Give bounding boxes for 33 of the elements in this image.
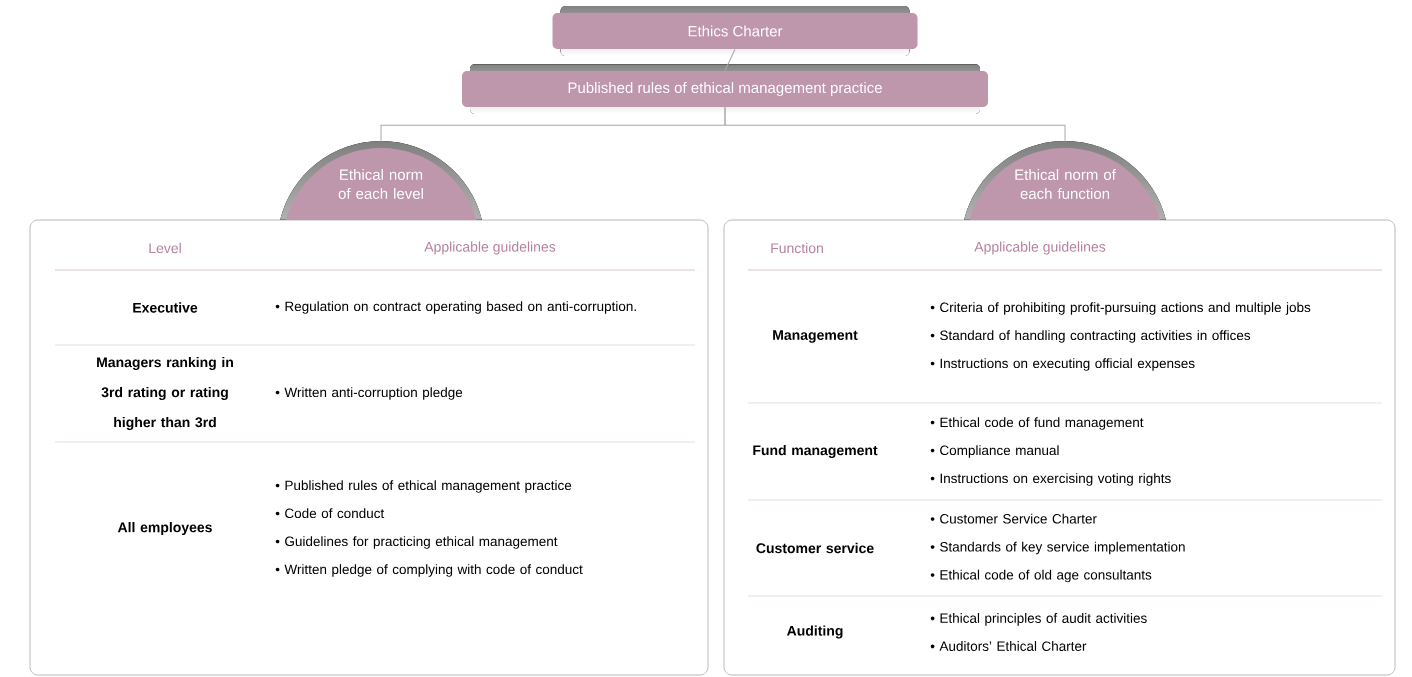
bullet-item: • Guidelines for practicing ethical management	[275, 536, 558, 549]
bullet-item: • Criteria of prohibiting profit-pursuing actions and multiple jobs	[930, 302, 1311, 315]
bullet-item: • Customer Service Charter	[930, 513, 1097, 524]
bullet-item: • Ethical code of old age consultants	[930, 569, 1152, 583]
column-header: Function	[771, 242, 823, 254]
connector-line	[724, 48, 736, 72]
row-label: All employees	[117, 522, 212, 536]
bullet-item: • Code of conduct	[275, 508, 385, 519]
bullet-item: • Compliance manual	[930, 445, 1059, 458]
semicircle-tab: Ethical norm of each function	[961, 141, 1169, 220]
bullet-item: • Standards of key service implementation	[930, 541, 1185, 555]
bullet-item: • Ethical principles of audit activities	[930, 613, 1147, 626]
column-header: Applicable guidelines	[424, 241, 556, 255]
row-label: Management	[773, 330, 858, 343]
title-bar: Published rules of ethical management practice	[462, 64, 988, 114]
bullet-item: • Published rules of ethical management practice	[275, 480, 572, 493]
row-label: Fund management	[753, 444, 878, 459]
row-label: Managers ranking in 3rd rating or rating higher than 3rd	[97, 356, 233, 431]
bullet-item: • Standard of handling contracting activities in offices	[930, 330, 1251, 343]
bullet-item: • Written pledge of complying with code of conduct	[275, 564, 583, 577]
bullet-item: • Auditors’ Ethical Charter	[930, 641, 1087, 651]
bullet-item: • Ethical code of fund management	[930, 417, 1144, 430]
bullet-item: • Written anti-corruption pledge	[275, 387, 463, 400]
row-label: Auditing	[787, 625, 843, 639]
bullet-item: • Regulation on contract operating based on anti-corruption.	[275, 301, 636, 314]
title-bar: Ethics Charter	[552, 6, 918, 56]
column-header: Applicable guidelines	[974, 241, 1106, 255]
column-header: Level	[149, 242, 181, 254]
semicircle-tab: Ethical norm of each level	[277, 141, 485, 220]
connector-line	[724, 106, 1066, 142]
row-label: Executive	[133, 302, 198, 313]
row-label: Customer service	[756, 542, 874, 554]
bullet-item: • Instructions on exercising voting rights	[930, 473, 1171, 486]
